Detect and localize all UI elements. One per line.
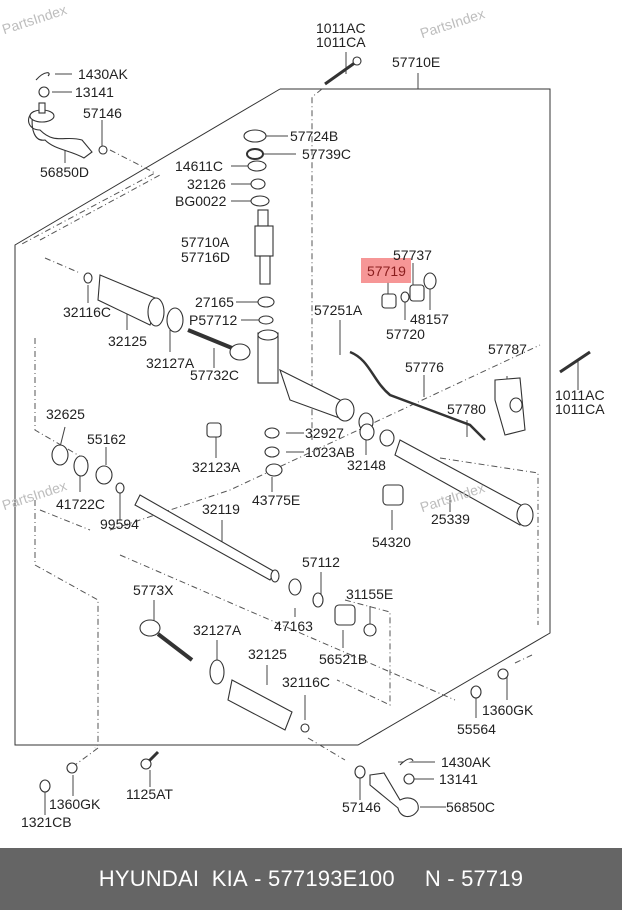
part-label[interactable]: 57780 xyxy=(447,401,486,417)
part-label[interactable]: 47163 xyxy=(274,618,313,634)
part-label[interactable]: 55564 xyxy=(457,721,496,737)
part-label[interactable]: 1125AT xyxy=(126,786,173,802)
part-label[interactable]: P57712 xyxy=(189,312,238,328)
part-label[interactable]: 1360GK xyxy=(49,796,101,812)
part-label[interactable]: 1430AK xyxy=(78,66,128,82)
part-label[interactable]: 57787 xyxy=(488,341,527,357)
part-label[interactable]: 57716D xyxy=(181,249,231,265)
part-label[interactable]: 43775E xyxy=(252,492,301,508)
part-label[interactable]: 5773X xyxy=(133,582,174,598)
separator: - xyxy=(440,866,462,891)
part-label[interactable]: 32125 xyxy=(248,646,287,662)
part-label[interactable]: 48157 xyxy=(410,311,449,327)
part-label[interactable]: 56521B xyxy=(319,651,368,667)
part-label[interactable]: 1011AC xyxy=(316,20,366,36)
part-label[interactable]: 41722C xyxy=(56,496,106,512)
assembly-outline xyxy=(14,88,551,746)
highlight-box xyxy=(361,258,411,283)
part-label[interactable]: 32119 xyxy=(202,501,240,517)
part-label[interactable]: 1321CB xyxy=(21,814,72,830)
parts-diagram: PartsIndex PartsIndex PartsIndex PartsIn… xyxy=(0,1,605,830)
footer-bar: HYUNDAI KIA - 577193E100 N - 57719 xyxy=(0,848,622,910)
part-label[interactable]: 57776 xyxy=(405,359,444,375)
part-label[interactable]: 57710E xyxy=(392,54,441,70)
part-label[interactable]: 57724B xyxy=(290,128,339,144)
part-label[interactable]: 32123A xyxy=(192,459,241,475)
part-label[interactable]: 14611C xyxy=(175,158,224,174)
part-label[interactable]: 54320 xyxy=(372,534,411,550)
part-label[interactable]: 57710A xyxy=(181,234,230,250)
part-label[interactable]: 1011CA xyxy=(316,34,366,50)
part-label[interactable]: 1011AC xyxy=(555,387,605,403)
part-label[interactable]: 32148 xyxy=(347,457,386,473)
part-label[interactable]: 99594 xyxy=(100,516,139,532)
part-label[interactable]: 32116C xyxy=(63,304,112,320)
part-label[interactable]: 57720 xyxy=(386,326,425,342)
part-label[interactable]: 32927 xyxy=(305,425,344,441)
part-label[interactable]: 27165 xyxy=(195,294,234,310)
part-label[interactable]: 1430AK xyxy=(441,754,491,770)
part-label[interactable]: 57146 xyxy=(83,105,122,121)
part-label[interactable]: BG0022 xyxy=(175,193,227,209)
brand-name: HYUNDAI KIA xyxy=(98,866,248,891)
part-label[interactable]: 57112 xyxy=(302,554,340,570)
part-label[interactable]: 57737 xyxy=(393,247,432,263)
part-number: 577193E100 xyxy=(268,866,395,891)
part-label[interactable]: 32126 xyxy=(187,176,226,192)
diagram-lines xyxy=(14,52,591,818)
highlighted-part-label[interactable]: 57719 xyxy=(367,263,406,279)
part-label[interactable]: 13141 xyxy=(439,771,478,787)
part-label[interactable]: 57739C xyxy=(302,146,352,162)
part-label[interactable]: 56850D xyxy=(40,164,90,180)
part-label[interactable]: 32127A xyxy=(193,622,242,638)
part-label[interactable]: 1011CA xyxy=(555,401,605,417)
part-label[interactable]: 56850C xyxy=(446,799,496,815)
n-label: N xyxy=(424,866,441,891)
part-label[interactable]: 55162 xyxy=(87,431,126,447)
diagram-number: 57719 xyxy=(461,866,524,891)
part-label[interactable]: 13141 xyxy=(75,84,114,100)
part-label[interactable]: 32125 xyxy=(108,333,147,349)
part-label[interactable]: 32116C xyxy=(282,674,331,690)
part-label[interactable]: 32625 xyxy=(46,406,85,422)
part-label[interactable]: 57732C xyxy=(190,367,240,383)
part-label[interactable]: 32127A xyxy=(146,355,195,371)
part-label[interactable]: 25339 xyxy=(431,511,470,527)
separator: - xyxy=(247,866,269,891)
part-label[interactable]: 1360GK xyxy=(482,702,534,718)
part-label[interactable]: 1023AB xyxy=(305,444,355,460)
part-label[interactable]: 31155E xyxy=(346,586,394,602)
part-label[interactable]: 57251A xyxy=(314,302,363,318)
part-label[interactable]: 57146 xyxy=(342,799,381,815)
